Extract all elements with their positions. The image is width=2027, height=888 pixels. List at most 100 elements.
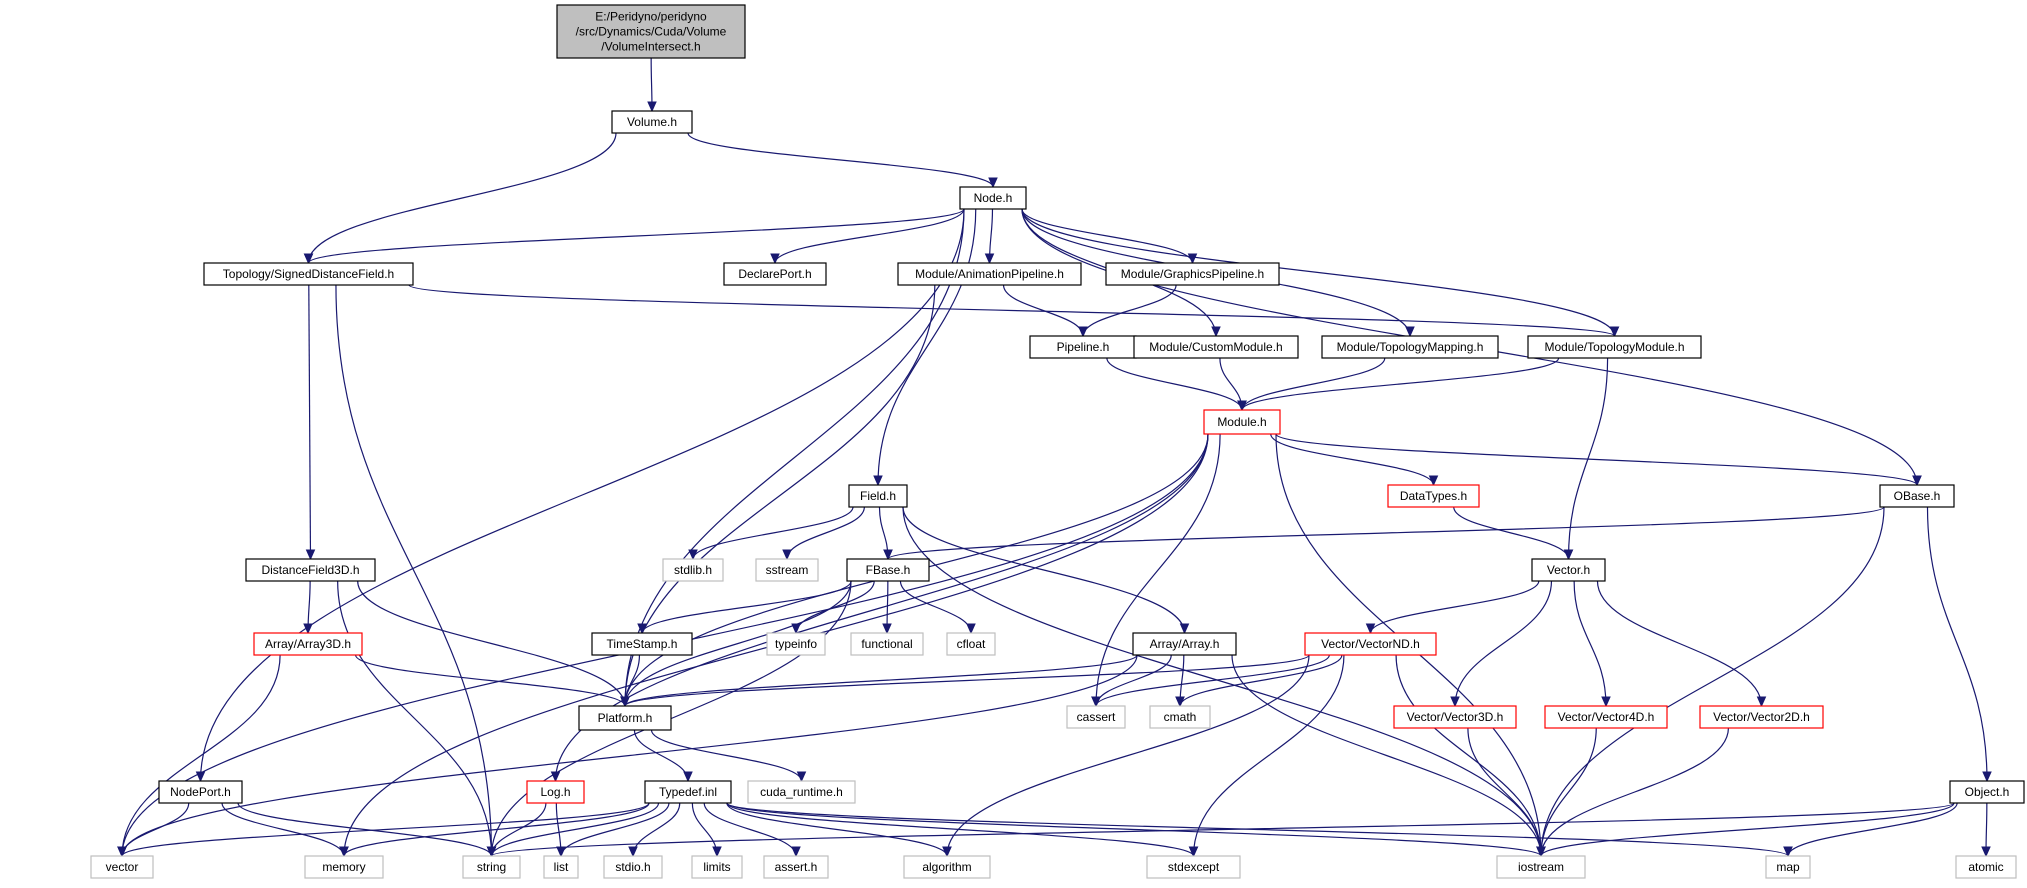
edge-arrowhead [1450,696,1460,708]
node-sdf[interactable]: Topology/SignedDistanceField.h [203,262,414,286]
edge-typedef-to-vector [117,802,650,858]
node-timestamp[interactable]: TimeStamp.h [591,632,693,656]
node-label: assert.h [775,860,818,874]
node-label: Typedef.inl [659,785,717,799]
node-map[interactable]: map [1765,855,1811,879]
node-animpipe[interactable]: Module/AnimationPipeline.h [897,262,1082,286]
node-label: map [1776,860,1800,874]
node-topomod[interactable]: Module/TopologyModule.h [1527,335,1702,359]
edge-line [337,580,493,857]
node-box [747,780,856,804]
node-box [1527,335,1702,359]
node-label: DataTypes.h [1400,489,1467,503]
edge-arrowhead [339,846,349,858]
node-list[interactable]: list [543,855,579,879]
node-box [897,262,1082,286]
edge-field-to-sstream [782,506,865,561]
node-stdexcept[interactable]: stdexcept [1146,855,1241,879]
node-pipeline[interactable]: Pipeline.h [1029,335,1137,359]
edge-line [1540,727,1597,857]
node-vec4d[interactable]: Vector/Vector4D.h [1544,705,1668,729]
nodes-layer: E:/Peridyno/peridyno/src/Dynamics/Cuda/V… [90,4,2025,879]
edge-arrowhead [303,253,314,265]
node-vec3d[interactable]: Vector/Vector3D.h [1393,705,1517,729]
node-box [850,632,924,656]
node-iostream[interactable]: iostream [1496,855,1586,879]
node-stdio[interactable]: stdio.h [603,855,663,879]
node-string[interactable]: string [462,855,521,879]
node-box [1879,484,1955,508]
edge-arrowhead [688,549,698,561]
node-label: Log.h [540,785,570,799]
node-module[interactable]: Module.h [1203,409,1281,435]
edge-typedef-to-memory [339,802,650,858]
node-algorithm[interactable]: algorithm [903,855,991,879]
node-field[interactable]: Field.h [848,484,908,508]
node-box [1304,632,1437,656]
node-vector_h[interactable]: Vector.h [1531,558,1606,582]
node-box [691,855,743,879]
node-label: Module.h [1217,415,1266,429]
node-sstream[interactable]: sstream [755,558,819,582]
node-object[interactable]: Object.h [1949,780,2025,804]
node-box [644,780,732,804]
node-datatypes[interactable]: DataTypes.h [1387,484,1480,508]
node-box [245,558,376,582]
node-nodeport[interactable]: NodePort.h [158,780,243,804]
node-label: Field.h [860,489,896,503]
node-declareport[interactable]: DeclarePort.h [723,262,827,286]
node-assert[interactable]: assert.h [763,855,829,879]
node-stdlib[interactable]: stdlib.h [662,558,724,582]
edge-line [726,802,948,857]
node-box [158,780,243,804]
edge-line [774,208,965,264]
node-cassert[interactable]: cassert [1066,705,1126,729]
edge-line [199,208,965,782]
edge-line [1395,654,1542,857]
edge-line [1179,654,1343,707]
node-vectornd[interactable]: Vector/VectorND.h [1304,632,1437,656]
node-obase[interactable]: OBase.h [1879,484,1955,508]
edge-line [1453,506,1570,560]
node-typeinfo[interactable]: typeinfo [766,632,826,656]
edge-vector_h-to-vec3d [1450,580,1553,708]
edge-line [1596,580,1763,707]
edge-line [1270,433,1435,486]
edge-arrowhead [1609,326,1620,338]
node-memory[interactable]: memory [304,855,384,879]
node-platform[interactable]: Platform.h [578,705,672,731]
node-root[interactable]: E:/Peridyno/peridyno/src/Dynamics/Cuda/V… [556,4,746,59]
node-log[interactable]: Log.h [526,780,585,804]
node-label: OBase.h [1894,489,1941,503]
node-atomic[interactable]: atomic [1955,855,2017,879]
node-vec2d[interactable]: Vector/Vector2D.h [1699,705,1824,729]
node-array[interactable]: Array/Array.h [1132,632,1237,656]
edge-arrowhead [984,253,995,265]
node-cfloat[interactable]: cfloat [946,632,996,656]
node-cudaruntime[interactable]: cuda_runtime.h [747,780,856,804]
edge-arrowhead [303,623,313,635]
node-df3d[interactable]: DistanceField3D.h [245,558,376,582]
edge-vectornd-to-cmath [1175,654,1343,708]
edge-arrowhead [1211,326,1221,338]
node-typedef[interactable]: Typedef.inl [644,780,732,804]
node-limits[interactable]: limits [691,855,743,879]
node-label: Vector/VectorND.h [1321,637,1420,651]
node-topomap[interactable]: Module/TopologyMapping.h [1321,335,1499,359]
node-fbase[interactable]: FBase.h [846,558,930,582]
node-vector[interactable]: vector [90,855,154,879]
node-custommod[interactable]: Module/CustomModule.h [1133,335,1299,359]
node-functional[interactable]: functional [850,632,924,656]
node-cmath[interactable]: cmath [1149,705,1211,729]
edge-line [1021,208,1616,337]
edge-line [1926,506,1988,782]
node-gfxpipe[interactable]: Module/GraphicsPipeline.h [1105,262,1280,286]
node-array3d[interactable]: Array/Array3D.h [253,632,363,656]
edge-arrowhead [1428,475,1439,487]
node-node[interactable]: Node.h [959,186,1027,210]
node-label: Object.h [1965,785,2010,799]
node-label: Pipeline.h [1057,340,1110,354]
edge-line [1573,580,1607,707]
node-volume[interactable]: Volume.h [611,110,693,134]
edge-arrowhead [712,846,722,858]
